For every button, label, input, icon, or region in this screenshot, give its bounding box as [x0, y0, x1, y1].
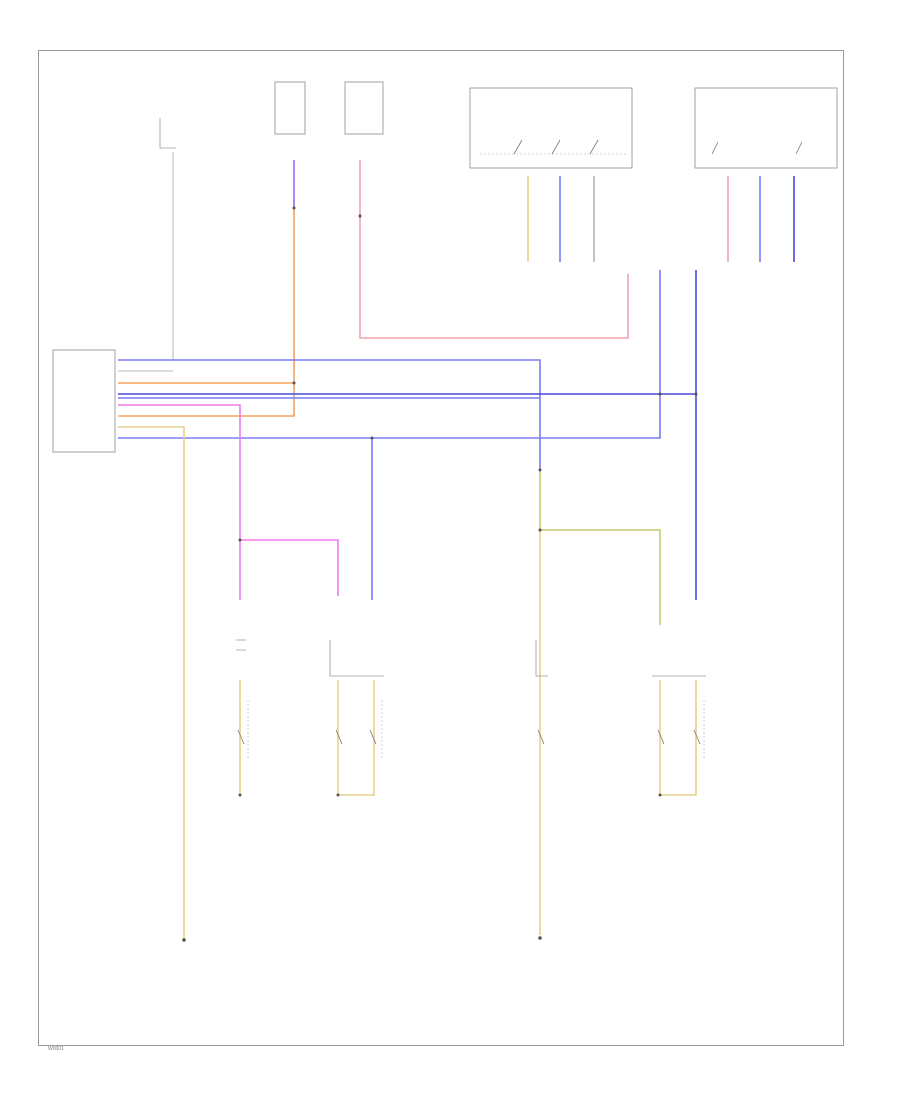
wire-yellow-harness — [118, 426, 185, 940]
top-left-component-bracket — [159, 118, 176, 149]
wire-blue-riser — [118, 270, 661, 439]
fuse-box-2 — [344, 81, 384, 135]
wire-olive-branch — [539, 470, 661, 600]
wire-magenta-harness — [118, 404, 339, 596]
wire-pink-feed — [359, 160, 629, 339]
control-module-box — [52, 349, 116, 453]
left-switch-module-box — [469, 87, 633, 169]
wire-orange-feed — [118, 208, 295, 417]
fuse-box-1 — [274, 81, 306, 135]
wire-yellow-loop-3 — [659, 680, 697, 796]
wire-yellow-loop-2 — [337, 680, 375, 796]
diagram-frame — [38, 50, 844, 1046]
wire-blue-top — [118, 359, 541, 470]
diagram-code: W0001 — [48, 1046, 64, 1052]
right-switch-module-box — [694, 87, 838, 169]
